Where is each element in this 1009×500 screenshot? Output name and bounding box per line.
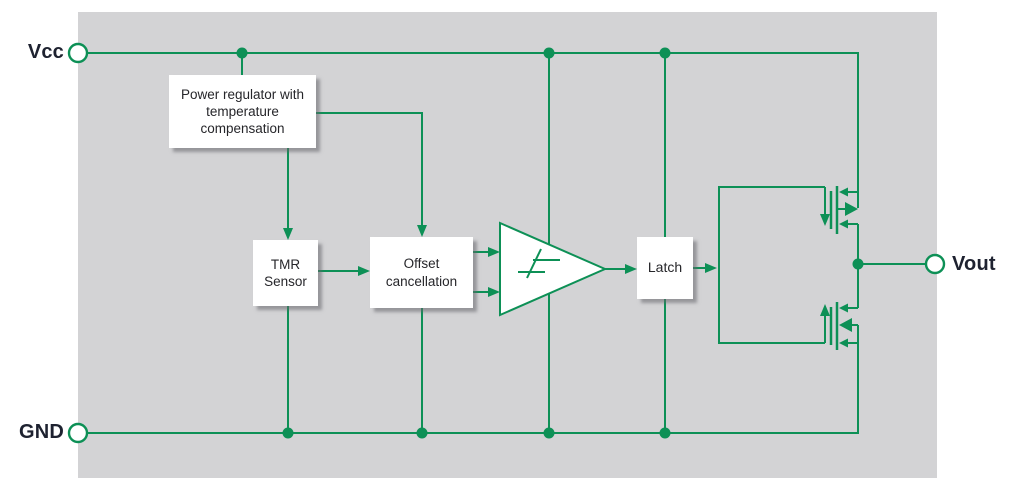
arrow-down-icon xyxy=(417,225,427,237)
regulator-to-offset-wire xyxy=(316,112,423,226)
tmr-sensor-label: TMR Sensor xyxy=(264,256,307,289)
arrow-left-icon xyxy=(839,219,848,229)
gate-drive-wire xyxy=(718,186,825,344)
arrow-down-icon xyxy=(820,214,830,226)
offset-cancellation-label: Offset cancellation xyxy=(385,256,458,289)
junction-dot xyxy=(659,427,671,439)
vout-terminal xyxy=(924,253,946,275)
junction-dot xyxy=(236,47,248,59)
arrow-right-icon xyxy=(625,264,637,274)
output-junction-dot xyxy=(852,258,864,270)
vcc-rail xyxy=(87,52,859,208)
junction-dot xyxy=(416,427,428,439)
nmos-transistor xyxy=(829,302,858,350)
vout-pin-label: Vout xyxy=(952,253,996,275)
junction-dot xyxy=(659,47,671,59)
hysteresis-icon xyxy=(518,248,560,279)
arrow-left-icon xyxy=(839,187,848,197)
vcc-pin-label: Vcc xyxy=(27,41,64,63)
comparator-with-hysteresis xyxy=(499,221,608,317)
gnd-rail xyxy=(87,325,859,434)
gnd-pin-label: GND xyxy=(18,421,64,443)
offset-cancellation-block: Offset cancellation xyxy=(370,237,473,308)
junction-dot xyxy=(282,427,294,439)
power-regulator-label: Power regulator with temperature compens… xyxy=(180,86,305,137)
pmos-transistor xyxy=(829,186,858,234)
arrow-right-icon xyxy=(488,247,500,257)
power-regulator-block: Power regulator with temperature compens… xyxy=(169,75,316,148)
nmos-body-arrow-icon xyxy=(839,318,852,332)
arrow-right-icon xyxy=(358,266,370,276)
latch-label: Latch xyxy=(647,259,683,276)
pmos-body-arrow-icon xyxy=(845,202,858,216)
arrow-left-icon xyxy=(839,303,848,313)
arrow-left-icon xyxy=(839,338,848,348)
arrow-down-icon xyxy=(283,228,293,240)
arrow-right-icon xyxy=(705,263,717,273)
junction-dot xyxy=(543,47,555,59)
vcc-terminal xyxy=(67,42,89,64)
arrow-up-icon xyxy=(820,304,830,316)
gnd-terminal xyxy=(67,422,89,444)
tmr-sensor-block: TMR Sensor xyxy=(253,240,318,306)
junction-dot xyxy=(543,427,555,439)
latch-block: Latch xyxy=(637,237,693,299)
comparator-triangle xyxy=(499,221,608,317)
arrow-right-icon xyxy=(488,287,500,297)
